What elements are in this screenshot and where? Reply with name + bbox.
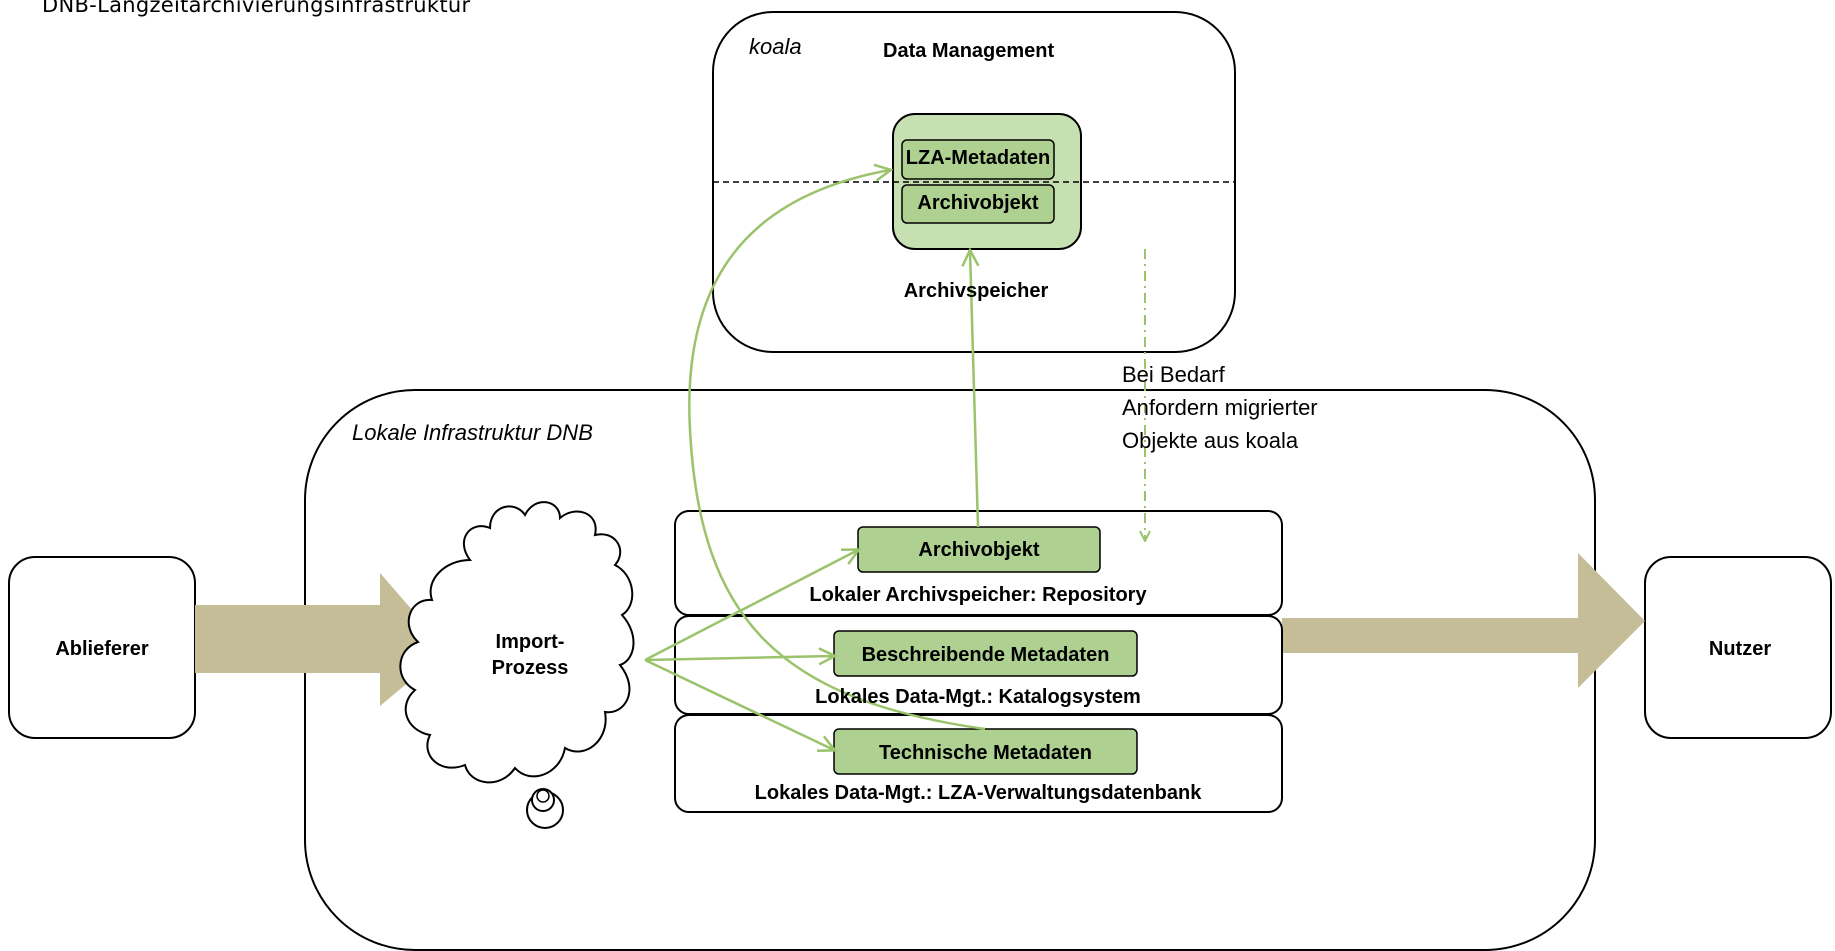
catalog-descriptive-metadata-label: Beschreibende Metadaten (861, 644, 1110, 666)
lza-db-row-label: Lokales Data-Mgt.: LZA-Verwaltungsdatenb… (754, 782, 1202, 804)
import-process-bubble-small (536, 789, 550, 803)
local-infrastructure-name: Lokale Infrastruktur DNB (352, 420, 593, 445)
on-demand-note-line-1: Bei Bedarf (1122, 362, 1225, 387)
consumer-label: Nutzer (1708, 638, 1772, 660)
repository-row-label: Lokaler Archivspeicher: Repository (809, 584, 1147, 606)
koala-storage-label: Archivspeicher (903, 280, 1049, 302)
import-to-archive-object-arrow (644, 550, 858, 662)
producer-label: Ablieferer (55, 638, 149, 660)
koala-lza-metadata-label: LZA-Metadaten (905, 147, 1051, 169)
catalog-row-label: Lokales Data-Mgt.: Katalogsystem (815, 686, 1141, 708)
import-to-descriptive-metadata-arrow (644, 656, 834, 660)
lza-db-technical-metadata-label: Technische Metadaten (878, 742, 1093, 764)
consumer-box (1644, 556, 1832, 739)
producer-to-import-arrow (195, 573, 447, 706)
koala-name-label: koala (749, 34, 802, 59)
on-demand-note-line-2: Anfordern migrierter (1122, 395, 1318, 420)
on-demand-note-line-3: Objekte aus koala (1122, 428, 1299, 453)
import-process-cloud (399, 501, 635, 784)
technical-metadata-to-koala-curve (688, 170, 986, 731)
figure-caption: DNB-Langzeitarchivierungsinfrastruktur (42, 0, 471, 17)
koala-title: Data Management (883, 40, 1055, 62)
repository-archive-object-label: Archivobjekt (918, 539, 1040, 561)
import-process-label: Import- Prozess (491, 631, 569, 679)
koala-lza-metadata-box (901, 139, 1055, 180)
koala-archive-object-box (901, 184, 1055, 224)
repository-to-koala-arrow (970, 251, 978, 528)
import-to-technical-metadata-arrow (644, 658, 834, 750)
koala-archive-object-label: Archivobjekt (917, 192, 1039, 214)
repository-to-consumer-arrow (1282, 553, 1645, 688)
